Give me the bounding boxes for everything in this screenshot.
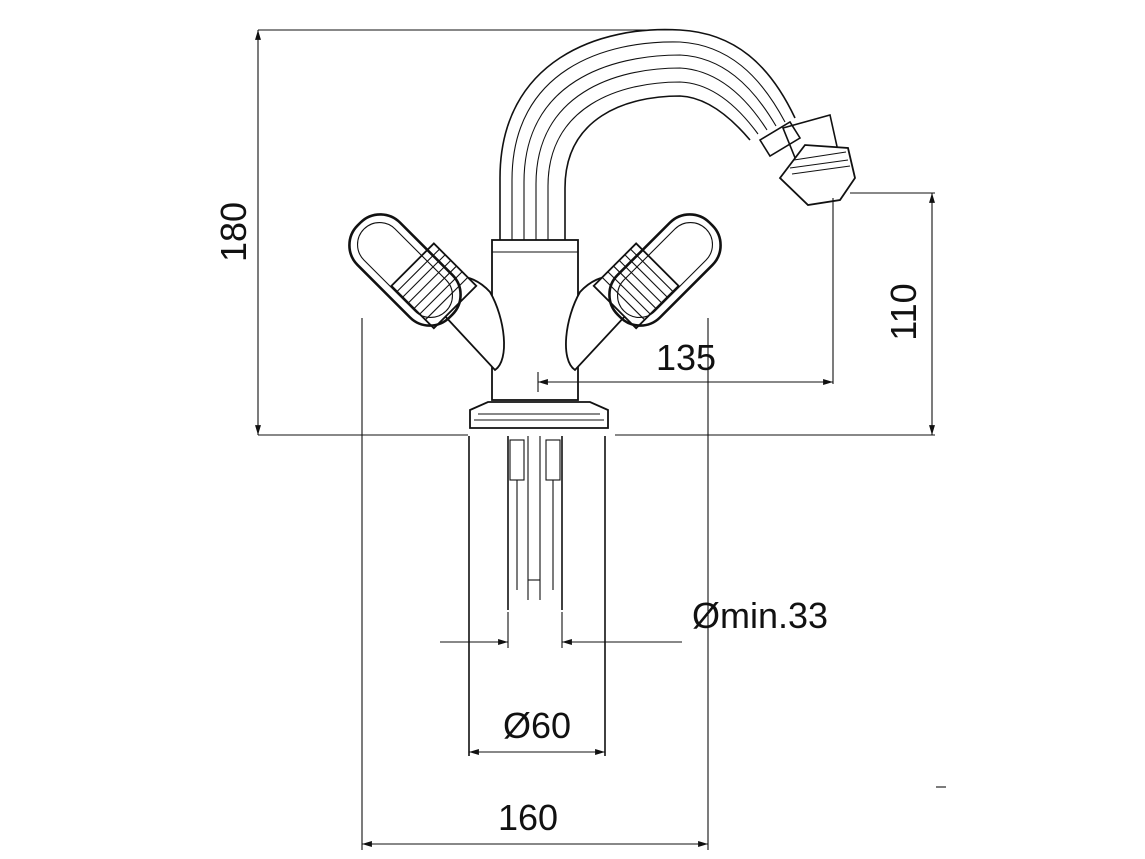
dim-label-110: 110 — [883, 283, 924, 340]
dimension-hole-min: Ømin.33 — [440, 595, 828, 648]
dimension-spout-height: 110 — [850, 192, 935, 435]
dim-label-160: 160 — [498, 797, 558, 838]
left-handle — [348, 213, 505, 372]
dimension-handle-span: 160 — [361, 318, 709, 850]
dim-label-180: 180 — [213, 202, 254, 262]
dim-label-base: Ø60 — [503, 705, 571, 746]
spout — [499, 28, 856, 240]
dimension-spout-reach: 135 — [537, 198, 834, 392]
under-deck-shank — [468, 436, 606, 756]
dimension-overall-height: 180 — [213, 29, 680, 435]
dimension-base-diameter: Ø60 — [469, 705, 605, 755]
spout-aerator — [778, 144, 856, 206]
dim-label-135: 135 — [656, 337, 716, 378]
faucet-body — [469, 239, 609, 429]
right-handle — [565, 213, 722, 372]
dim-label-hole-min: Ømin.33 — [692, 595, 828, 636]
